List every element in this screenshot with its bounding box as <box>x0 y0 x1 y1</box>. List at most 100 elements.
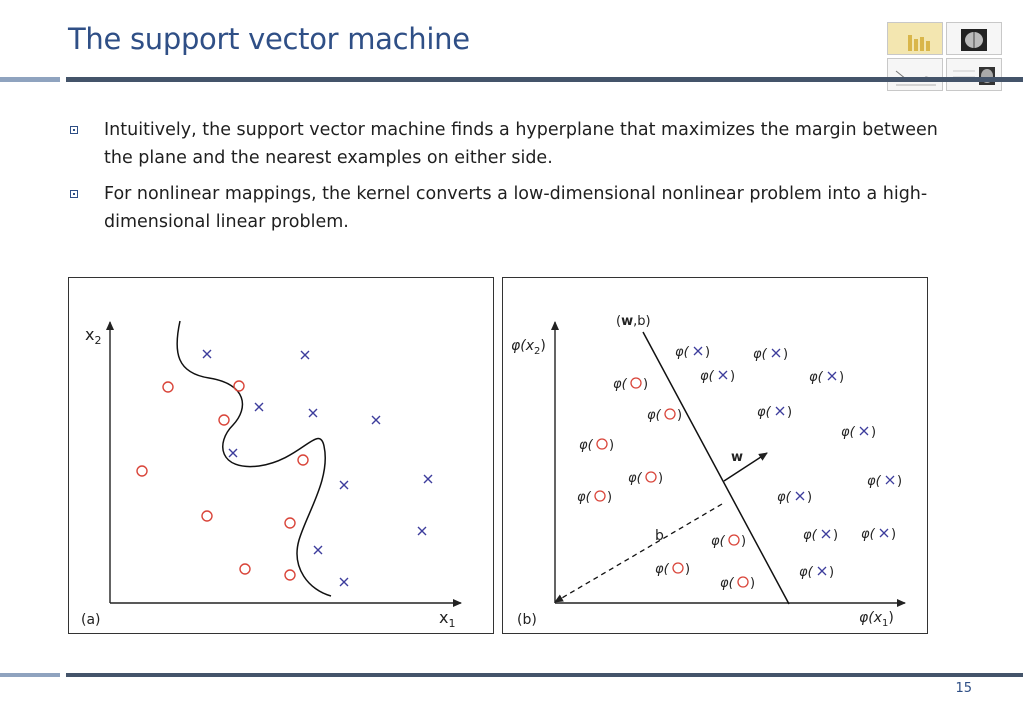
mapped-points: φ()φ()φ()φ()φ()φ()φ()φ()φ()φ()φ()φ()φ()φ… <box>577 345 902 591</box>
svg-text:): ) <box>783 347 788 362</box>
phi-circle-point: φ() <box>647 408 682 423</box>
svg-text:): ) <box>705 345 710 360</box>
offset-label: b <box>655 528 664 544</box>
svg-text:): ) <box>685 562 690 577</box>
class-circle-points <box>136 380 309 581</box>
svg-text:): ) <box>609 438 614 453</box>
bullet-square-icon <box>70 190 78 198</box>
thumbnail-mri <box>946 58 1002 91</box>
bullet-item: Intuitively, the support vector machine … <box>68 116 968 172</box>
svg-text:φ(: φ( <box>861 527 876 542</box>
figure-a-input-space: x2 x1 (a) <box>68 277 494 634</box>
title-rule-accent <box>0 77 60 82</box>
svg-text:φ(: φ( <box>628 471 643 486</box>
line-plot-icon <box>895 70 937 86</box>
circle-point <box>233 380 245 392</box>
svg-text:): ) <box>741 534 746 549</box>
cross-point <box>423 474 433 484</box>
cross-point <box>339 480 349 490</box>
offset-vector-b <box>554 503 723 603</box>
bullet-item: For nonlinear mappings, the kernel conve… <box>68 180 968 236</box>
cross-point <box>300 350 310 360</box>
cross-point <box>371 415 381 425</box>
bar-chart-icon <box>908 35 930 51</box>
page-number: 15 <box>955 681 972 696</box>
phi-cross-point: φ() <box>799 565 834 580</box>
x1-axis-label: x1 <box>439 608 455 630</box>
svg-text:φ(: φ( <box>711 534 726 549</box>
phi-circle-point: φ() <box>577 490 612 505</box>
phi-circle-point: φ() <box>579 438 614 453</box>
circle-point <box>284 517 296 529</box>
thumbnail-bar-chart <box>887 22 943 55</box>
svg-text:φ(: φ( <box>655 562 670 577</box>
phi-circle-point: φ() <box>711 534 746 549</box>
svg-text:φ(: φ( <box>613 377 628 392</box>
panel-b-label: (b) <box>517 612 537 628</box>
phi-cross-point: φ() <box>803 528 838 543</box>
svg-text:φ(: φ( <box>675 345 690 360</box>
circle-point <box>201 510 213 522</box>
cross-point <box>228 448 238 458</box>
normal-vector-label: w <box>731 450 743 465</box>
svg-text:φ(: φ( <box>757 405 772 420</box>
phi-cross-point: φ() <box>700 369 735 384</box>
svg-text:φ(: φ( <box>720 576 735 591</box>
svg-text:φ(: φ( <box>577 490 592 505</box>
phi-circle-point: φ() <box>628 471 663 486</box>
phi-circle-point: φ() <box>720 576 755 591</box>
cross-point <box>417 526 427 536</box>
cross-point <box>202 349 212 359</box>
svg-text:): ) <box>750 576 755 591</box>
circle-point <box>136 465 148 477</box>
cross-point <box>254 402 264 412</box>
hyperplane-label: (w,b) <box>616 314 651 329</box>
circle-point <box>162 381 174 393</box>
phi-cross-point: φ() <box>675 345 710 360</box>
circle-point <box>218 414 230 426</box>
phi-cross-point: φ() <box>867 474 902 489</box>
figure-b-feature-space: (w,b) w b φ(x2) φ(x1) (b) φ()φ()φ()φ()φ(… <box>502 277 928 634</box>
svg-text:): ) <box>607 490 612 505</box>
brain-scan-icon <box>961 29 987 51</box>
svg-text:): ) <box>807 490 812 505</box>
svg-text:φ(: φ( <box>867 474 882 489</box>
svg-text:): ) <box>891 527 896 542</box>
mri-icon <box>953 67 995 85</box>
phi-cross-point: φ() <box>757 405 792 420</box>
phi-cross-point: φ() <box>809 370 844 385</box>
svg-text:φ(: φ( <box>700 369 715 384</box>
svg-text:φ(: φ( <box>841 425 856 440</box>
bullet-square-icon <box>70 126 78 134</box>
bullet-text: Intuitively, the support vector machine … <box>104 120 938 168</box>
phi-circle-point: φ() <box>655 562 690 577</box>
svg-text:φ(: φ( <box>799 565 814 580</box>
phi-x2-axis-label: φ(x2) <box>511 338 546 357</box>
separating-hyperplane <box>642 331 790 605</box>
footer-rule <box>66 673 1023 677</box>
thumbnail-brain-scan <box>946 22 1002 55</box>
footer-rule-accent <box>0 673 60 677</box>
normal-vector-w <box>723 452 768 482</box>
svg-text:): ) <box>833 528 838 543</box>
figure-a-canvas: x2 x1 (a) <box>81 320 462 630</box>
circle-point <box>297 454 309 466</box>
x2-axis-label: x2 <box>85 325 101 347</box>
phi-cross-point: φ() <box>777 490 812 505</box>
svg-text:): ) <box>829 565 834 580</box>
svg-text:): ) <box>658 471 663 486</box>
svg-text:): ) <box>643 377 648 392</box>
nonlinear-decision-boundary <box>176 320 332 597</box>
panel-a-label: (a) <box>81 612 101 628</box>
class-cross-points <box>202 349 433 587</box>
svg-text:): ) <box>730 369 735 384</box>
cross-point <box>308 408 318 418</box>
svg-text:): ) <box>871 425 876 440</box>
circle-point <box>239 563 251 575</box>
slide-thumbnails <box>887 22 1003 92</box>
phi-cross-point: φ() <box>753 347 788 362</box>
figure-b-canvas: (w,b) w b φ(x2) φ(x1) (b) φ()φ()φ()φ()φ(… <box>511 314 906 629</box>
phi-cross-point: φ() <box>841 425 876 440</box>
phi-cross-point: φ() <box>861 527 896 542</box>
thumbnail-line-plot <box>887 58 943 91</box>
